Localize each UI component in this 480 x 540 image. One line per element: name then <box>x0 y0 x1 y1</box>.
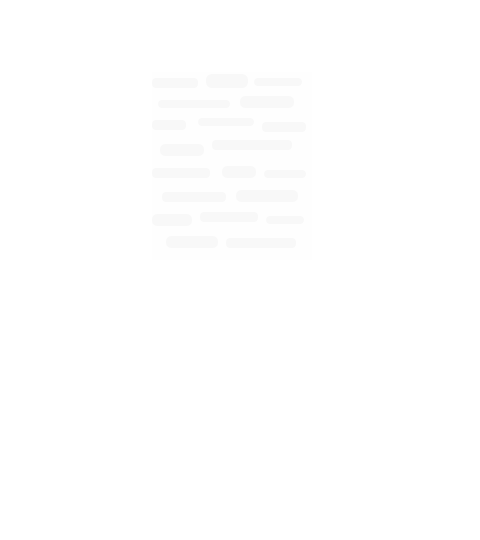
faint-band <box>264 170 306 178</box>
faint-band <box>160 144 204 156</box>
faint-band <box>200 212 258 222</box>
faint-image-icon <box>152 72 312 260</box>
faint-band <box>226 238 296 248</box>
faint-band <box>152 214 192 226</box>
faint-band <box>222 166 256 178</box>
faint-image-thumbnail <box>152 72 312 260</box>
faint-band <box>236 190 298 202</box>
faint-band <box>212 140 292 150</box>
faint-band <box>152 78 198 88</box>
faint-band <box>240 96 294 108</box>
faint-texture <box>152 74 306 248</box>
faint-band <box>152 168 210 178</box>
faint-band <box>198 118 254 126</box>
faint-band <box>158 100 230 108</box>
faint-band <box>166 236 218 248</box>
faint-band <box>162 192 226 202</box>
faint-band <box>206 74 248 88</box>
faint-band <box>152 120 186 130</box>
faint-band <box>262 122 306 132</box>
faint-band <box>266 216 304 224</box>
faint-band <box>254 78 302 86</box>
